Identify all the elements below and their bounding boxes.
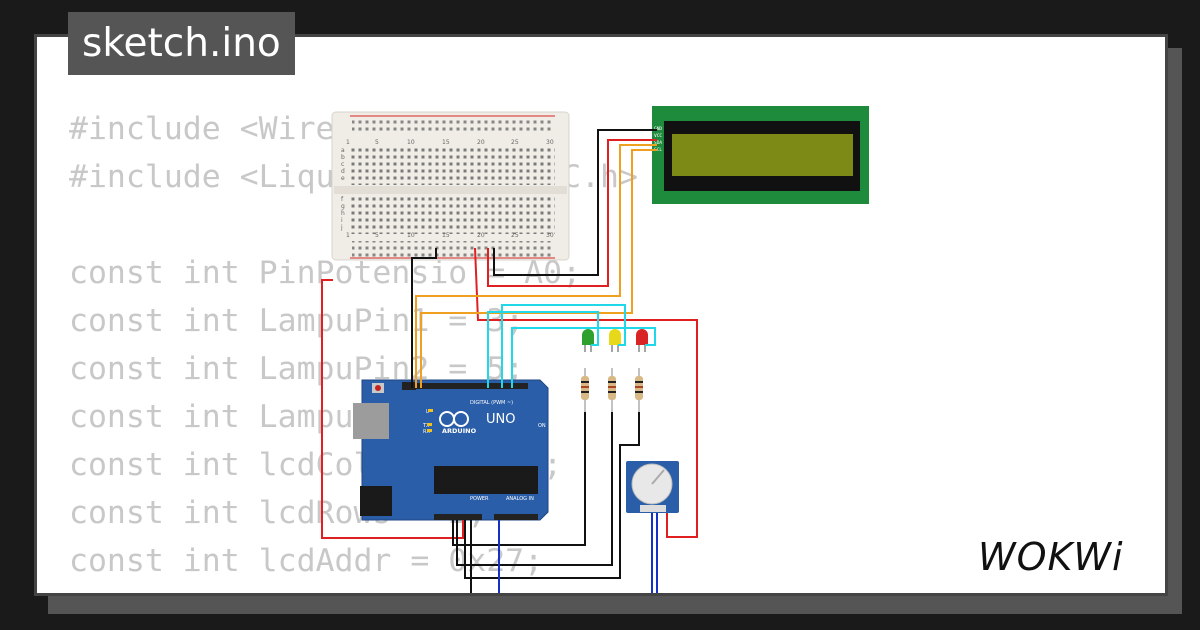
wire-black [456,412,613,566]
wire-cyan [487,311,599,388]
analog-label: ANALOG IN [506,496,534,502]
breadboard-row-letter: f [341,196,344,203]
breadboard-row-letter: h [341,210,345,217]
breadboard-column-number: 25 [511,139,519,146]
power-header [434,514,482,520]
terminal-strip-bottom [350,196,555,234]
breadboard-column-number: 5 [375,232,379,239]
wire-black [464,412,640,579]
breadboard-row-letter: a [341,147,345,154]
power-rail-bottom [352,241,552,257]
breadboard-column-number: 1 [346,139,350,146]
digital-label: DIGITAL (PWM ~) [470,400,513,406]
breadboard-column-number: 30 [546,139,554,146]
wire-black [493,129,657,276]
resistor[interactable] [581,368,589,412]
breadboard-column-number: 20 [477,232,485,239]
wire-orange [415,144,657,388]
breadboard-column-number: 10 [407,232,415,239]
l-label: L [426,409,429,415]
board-brand: ARDUINO [442,427,477,435]
code-line: const int LampuPin1 = 3; [69,303,525,339]
wire-cyan [501,304,626,388]
breadboard-column-number: 15 [442,139,450,146]
lcd-pin-label: VCC [654,133,662,139]
terminal-strip-top [350,147,555,185]
breadboard-row-letter: j [340,224,343,231]
breadboard-row-letter: e [341,175,345,182]
wire-red [487,139,657,287]
wire-orange [420,149,657,388]
resistor[interactable] [608,368,616,412]
board-model: UNO [486,412,515,427]
power-label: POWER [470,496,489,502]
lcd-pin-label: GND [654,126,662,132]
lcd-display[interactable]: GND VCC SDA SCL [652,106,869,204]
atmega-chip [434,466,538,494]
arduino-uno-board[interactable]: UNO ARDUINO DIGITAL (PWM ~) ANALOG IN PO… [353,379,549,521]
potentiometer[interactable] [626,461,679,513]
power-rail-top [352,118,552,134]
file-title-tab[interactable]: sketch.ino [68,12,295,75]
wire-red [321,279,464,539]
wokwi-logo: WOKWi [978,535,1124,579]
breadboard-row-letter: b [341,154,345,161]
wire-black [411,248,437,388]
power-jack [360,486,392,516]
breadboard-column-number: 20 [477,139,485,146]
lcd-pin-label: SDA [654,140,662,146]
rx-label: RX [423,429,430,435]
led-red[interactable] [636,329,648,352]
lcd-pin-label: SCL [654,147,662,153]
wiring [321,129,698,593]
on-label: ON [538,423,546,429]
wire-red [474,247,698,538]
breadboard-column-number: 10 [407,139,415,146]
breadboard-column-number: 15 [442,232,450,239]
wokwi-logo-text: WOKWi [978,535,1124,579]
breadboard-column-number: 25 [511,232,519,239]
breadboard-row-letter: d [341,168,345,175]
code-line: const int PinPotensio = A0; [69,255,582,291]
led-green[interactable] [582,329,594,352]
digital-header [416,383,528,389]
breadboard-row-letter: g [341,203,345,210]
led-yellow[interactable] [609,329,621,352]
breadboard-row-letter: c [341,161,344,168]
resistor[interactable] [635,368,643,412]
tx-label: TX [422,423,430,429]
wire-cyan [511,327,656,388]
breadboard[interactable]: 1 5 10 15 20 25 30 1 5 10 15 20 25 30 a … [331,111,570,261]
wire-black [452,412,586,546]
breadboard-column-number: 30 [546,232,554,239]
usb-port [353,403,389,439]
breadboard-column-number: 5 [375,139,379,146]
breadboard-row-letter: i [341,217,343,224]
analog-header [494,514,538,520]
breadboard-column-number: 1 [346,232,350,239]
